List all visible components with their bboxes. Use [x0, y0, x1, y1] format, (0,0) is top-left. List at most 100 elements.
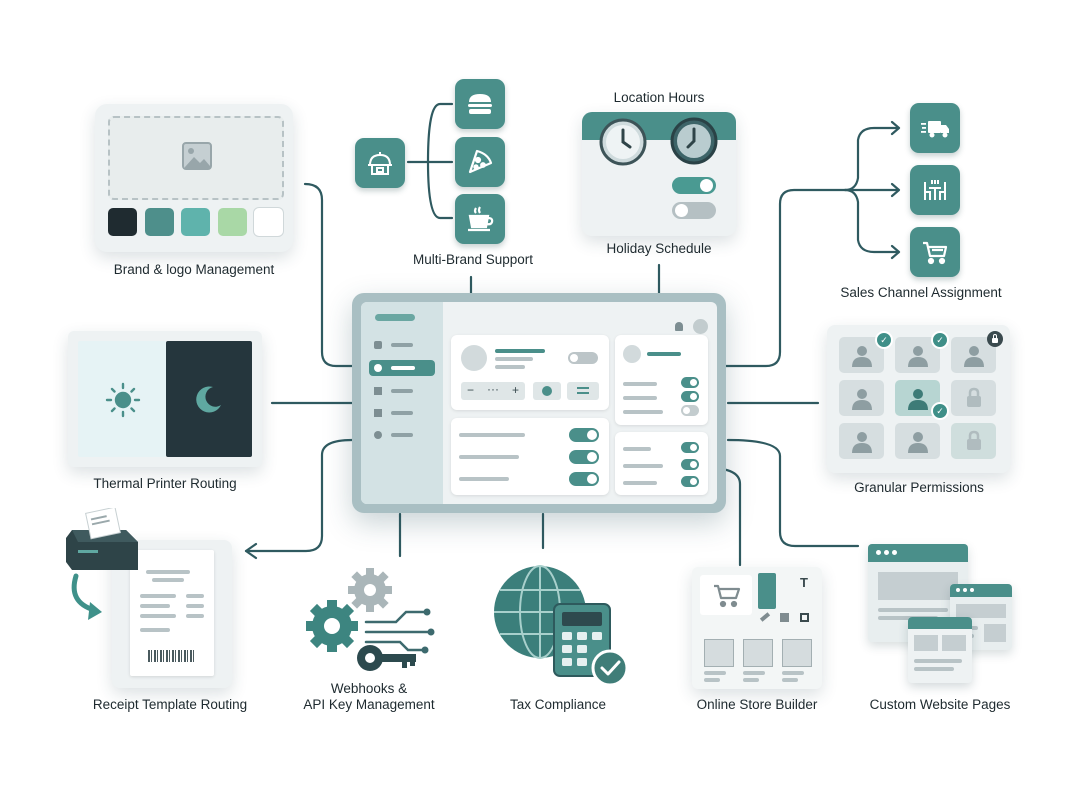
- store-builder-card[interactable]: T: [692, 567, 822, 689]
- top-right-toggle[interactable]: [681, 377, 699, 388]
- lock-badge-icon: [987, 331, 1003, 347]
- bottom-right-toggle[interactable]: [681, 476, 699, 487]
- store-preview-panel: [700, 575, 752, 615]
- sales-channel-label: Sales Channel Assignment: [840, 285, 1002, 300]
- logo-placeholder[interactable]: [108, 116, 284, 200]
- online-store-label: Online Store Builder: [696, 697, 818, 712]
- light-mode-panel[interactable]: [78, 341, 166, 457]
- webhooks-label-line1: Webhooks &: [330, 681, 408, 696]
- top-right-toggle[interactable]: [681, 391, 699, 402]
- receipt-printer-icon: [66, 508, 138, 570]
- dine-in-tile[interactable]: [910, 165, 960, 215]
- locked-permission[interactable]: [951, 423, 996, 459]
- clock-icon: [670, 117, 718, 165]
- holiday-toggle-on[interactable]: [672, 177, 716, 194]
- sidebar-item-home[interactable]: [371, 338, 435, 352]
- sidebar-item-gear[interactable]: [371, 428, 435, 442]
- text-tool[interactable]: T: [800, 575, 808, 590]
- avatar[interactable]: [693, 319, 708, 334]
- panel-toggle[interactable]: [568, 352, 598, 364]
- webhooks-api-icon: [306, 568, 435, 671]
- moon-icon: [196, 386, 221, 413]
- thermal-theme-card[interactable]: [68, 331, 262, 467]
- barcode: [148, 650, 194, 662]
- check-icon: ✓: [875, 331, 893, 349]
- sun-icon: [105, 382, 141, 418]
- sidebar-item-grid[interactable]: [371, 384, 435, 398]
- dark-mode-panel[interactable]: [166, 341, 252, 457]
- shopping-cart-icon: [923, 241, 948, 265]
- delivery-tile[interactable]: [910, 103, 960, 153]
- bottom-left-toggle[interactable]: [569, 472, 599, 486]
- sidebar-item-settings-active[interactable]: [369, 360, 435, 376]
- custom-website-label: Custom Website Pages: [869, 697, 1011, 712]
- user-permission[interactable]: [839, 423, 884, 459]
- thermal-printer-label: Thermal Printer Routing: [93, 476, 237, 491]
- color-swatch[interactable]: [217, 208, 247, 236]
- pen-tool[interactable]: [759, 612, 771, 622]
- burger-icon: [468, 94, 492, 114]
- multi-brand-label: Multi-Brand Support: [412, 252, 534, 267]
- bottom-left-row-label: [459, 455, 519, 459]
- user-permission[interactable]: [839, 380, 884, 416]
- dashboard-sidebar: [361, 302, 443, 504]
- crop-tool[interactable]: [800, 613, 809, 622]
- sidebar-logo-bar: [375, 314, 415, 321]
- receipt-template-label: Receipt Template Routing: [92, 697, 248, 712]
- color-swatch[interactable]: [254, 208, 283, 236]
- product-slot[interactable]: [782, 639, 812, 667]
- color-swatch[interactable]: [181, 208, 210, 236]
- top-right-row-label: [623, 396, 657, 400]
- dashboard-screen: −···+: [361, 302, 717, 504]
- burger-tile[interactable]: [455, 79, 505, 129]
- holiday-toggle-off[interactable]: [672, 202, 716, 219]
- product-slot[interactable]: [743, 639, 773, 667]
- bottom-right-toggle[interactable]: [681, 459, 699, 470]
- dashboard-frame: −···+: [352, 293, 726, 513]
- color-swatch[interactable]: [108, 208, 137, 236]
- bottom-left-toggle[interactable]: [569, 428, 599, 442]
- permissions-card[interactable]: ✓ ✓ ✓: [827, 325, 1010, 473]
- tax-compliance-label: Tax Compliance: [509, 697, 607, 712]
- webhooks-label-line2: API Key Management: [303, 697, 435, 712]
- quantity-stepper[interactable]: −···+: [461, 382, 525, 400]
- toggle-panel-top: [615, 335, 708, 425]
- target-button[interactable]: [533, 382, 561, 400]
- bell-icon[interactable]: [675, 322, 683, 331]
- profile-avatar: [461, 345, 487, 371]
- check-icon: ✓: [931, 331, 949, 349]
- color-swatch[interactable]: [144, 208, 174, 236]
- top-right-row-label: [623, 382, 657, 386]
- user-permission[interactable]: [895, 423, 940, 459]
- dine-in-icon: [924, 180, 946, 200]
- pizza-tile[interactable]: [455, 137, 505, 187]
- holiday-schedule-label: Holiday Schedule: [606, 241, 712, 256]
- coffee-icon: [468, 206, 494, 232]
- profile-panel: −···+: [451, 335, 609, 410]
- brand-logo-label: Brand & logo Management: [113, 262, 275, 277]
- fill-tool[interactable]: [780, 613, 789, 622]
- food-station-tile[interactable]: [355, 138, 405, 188]
- check-icon: ✓: [931, 402, 949, 420]
- clock-icon: [599, 118, 647, 166]
- product-slot[interactable]: [704, 639, 734, 667]
- image-icon: [182, 142, 212, 170]
- editor-toolbar: T: [756, 573, 816, 629]
- website-page-front[interactable]: [908, 617, 972, 683]
- bottom-left-row-label: [459, 477, 509, 481]
- online-order-tile[interactable]: [910, 227, 960, 277]
- bottom-right-toggle[interactable]: [681, 442, 699, 453]
- routing-arrow-icon: [71, 573, 102, 620]
- coffee-tile[interactable]: [455, 194, 505, 244]
- filter-button[interactable]: [567, 382, 599, 400]
- cursor-tool-active[interactable]: [758, 573, 776, 609]
- bottom-right-row-label: [623, 464, 663, 468]
- top-right-toggle[interactable]: [681, 405, 699, 416]
- sidebar-item-store[interactable]: [371, 406, 435, 420]
- bottom-left-toggle[interactable]: [569, 450, 599, 464]
- granular-permissions-label: Granular Permissions: [854, 480, 984, 495]
- toggle-panel-bottom-right: [615, 432, 708, 495]
- locked-permission[interactable]: [951, 380, 996, 416]
- location-hours-card[interactable]: [582, 112, 736, 236]
- shopping-cart-icon: [714, 584, 741, 608]
